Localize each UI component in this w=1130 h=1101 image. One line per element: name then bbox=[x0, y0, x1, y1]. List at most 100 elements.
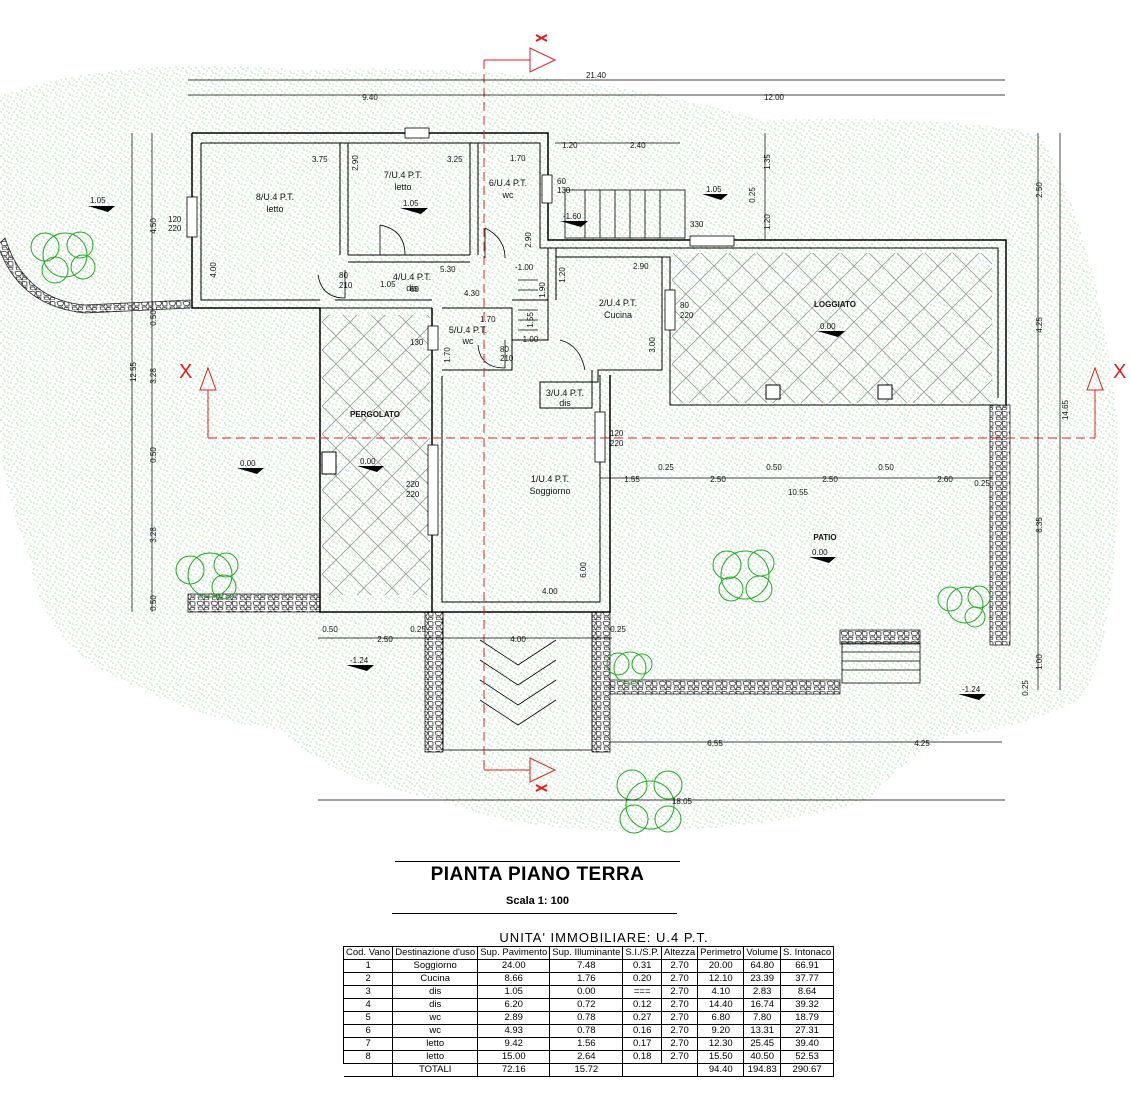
dim-290: 2.90 bbox=[633, 262, 649, 271]
cell-cod: 1 bbox=[342, 959, 394, 973]
dim-025-r: 0.25 bbox=[1021, 680, 1030, 696]
dim-400: 4.00 bbox=[542, 587, 558, 596]
room-8-code: 8/U.4 P.T. bbox=[256, 192, 294, 202]
dim-050-a: 0.50 bbox=[322, 625, 338, 634]
dim-025-c: 0.25 bbox=[658, 463, 674, 472]
cell-ratio: === bbox=[622, 985, 663, 999]
dim-155-v: 1.55 bbox=[526, 312, 535, 328]
dim-328-a: 3.28 bbox=[149, 368, 158, 384]
dim-290-v: 2.90 bbox=[351, 155, 360, 171]
th-dest: Destinazione d'uso bbox=[392, 946, 479, 960]
cell-into: 18.79 bbox=[780, 1011, 835, 1025]
dim-025-a: 0.25 bbox=[410, 625, 426, 634]
cell-per: 9.20 bbox=[697, 1024, 745, 1038]
dim-290-v2: 2.90 bbox=[524, 232, 533, 248]
dim-025-b: 0.25 bbox=[610, 625, 626, 634]
cell-ill: 0.72 bbox=[549, 998, 624, 1012]
room-7-name: letto bbox=[394, 182, 411, 192]
th-cod: Cod. Vano bbox=[342, 946, 394, 960]
level-m100-b: -1.00 bbox=[520, 335, 539, 344]
cell-pav: 1.05 bbox=[477, 985, 551, 999]
level-000-pergolato: 0.00 bbox=[360, 457, 376, 466]
dim-050-l3: 0.50 bbox=[149, 595, 158, 611]
room-8-name: letto bbox=[266, 204, 283, 214]
dim-left-total: 12.55 bbox=[129, 361, 138, 382]
patio-label: PATIO bbox=[813, 533, 836, 542]
cell-ill: 1.76 bbox=[549, 972, 624, 986]
dim-120: 1.20 bbox=[562, 141, 578, 150]
cell-vol: 64.80 bbox=[743, 959, 782, 973]
drawing-scale: Scala 1: 100 bbox=[506, 895, 569, 907]
dim-375: 3.75 bbox=[312, 155, 328, 164]
opening-80-a: 80 bbox=[339, 271, 348, 280]
room-3-name: dis bbox=[559, 398, 571, 408]
loggiato-columns bbox=[321, 384, 893, 475]
cell-into: 27.31 bbox=[780, 1024, 835, 1038]
room-4-name: dis bbox=[406, 283, 418, 293]
room-5-name: wc bbox=[462, 336, 474, 346]
opening-120-d: 120 bbox=[610, 429, 624, 438]
cell-alt: 2.70 bbox=[661, 959, 699, 973]
room-1-name: Soggiorno bbox=[529, 486, 570, 496]
cell-ill: 0.00 bbox=[549, 985, 624, 999]
dim-400-v: 4.00 bbox=[209, 262, 218, 278]
dim-bottom-d: 4.00 bbox=[510, 635, 526, 644]
loggiato-hatch bbox=[672, 253, 992, 403]
cell-ratio: 0.31 bbox=[622, 959, 663, 973]
cell-ratio: 0.12 bbox=[622, 998, 663, 1012]
dim-450: 4.50 bbox=[149, 218, 158, 234]
level-000-loggiato: 0.00 bbox=[820, 322, 836, 331]
cell-ratio: 0.20 bbox=[622, 972, 663, 986]
cell-cod: 7 bbox=[342, 1037, 394, 1051]
cell-alt: 2.70 bbox=[661, 1011, 699, 1025]
cell-dest: Soggiorno bbox=[392, 959, 479, 973]
cell-cod: 4 bbox=[342, 998, 394, 1012]
opening-210-a: 210 bbox=[339, 281, 353, 290]
cell-into: 52.53 bbox=[780, 1050, 835, 1064]
dim-050-l1: 0.50 bbox=[149, 310, 158, 326]
dim-total-width: 21.40 bbox=[586, 71, 607, 80]
level-m160: -1.60 bbox=[563, 212, 582, 221]
cell-dest: wc bbox=[392, 1024, 479, 1038]
cell-ill: 0.78 bbox=[549, 1024, 624, 1038]
cell-ill: 1.56 bbox=[549, 1037, 624, 1051]
dim-530: 5.30 bbox=[440, 265, 456, 274]
dim-050-c: 0.50 bbox=[878, 463, 894, 472]
cell-dest: letto bbox=[392, 1050, 479, 1064]
dim-bottom-a: 6.55 bbox=[707, 739, 723, 748]
table-caption: UNITA' IMMOBILIARE: U.4 P.T. bbox=[499, 930, 709, 945]
dim-600-v: 6.00 bbox=[579, 562, 588, 578]
cell-dest: dis bbox=[392, 998, 479, 1012]
opening-130-b: 130 bbox=[410, 338, 424, 347]
cell-pav: 9.42 bbox=[477, 1037, 551, 1051]
section-mark-left: X bbox=[179, 361, 192, 383]
dim-m100-a: -1.00 bbox=[515, 263, 534, 272]
dim-050-b: 0.50 bbox=[766, 463, 782, 472]
dim-155: 1.55 bbox=[624, 475, 640, 484]
room-1-code: 1/U.4 P.T. bbox=[531, 474, 569, 484]
opening-60-a: 60 bbox=[557, 177, 566, 186]
cell-vol: 40.50 bbox=[743, 1050, 782, 1064]
room-2-name: Cucina bbox=[604, 310, 632, 320]
totals-per: 94.40 bbox=[697, 1063, 745, 1077]
dim-260: 2.60 bbox=[937, 475, 953, 484]
cell-dest: wc bbox=[392, 1011, 479, 1025]
dim-300-v: 3.00 bbox=[648, 337, 657, 353]
dim-120-v: 1.20 bbox=[763, 214, 772, 230]
opening-60-b: 60 bbox=[410, 285, 419, 294]
opening-210-b: 210 bbox=[500, 354, 514, 363]
cell-per: 12.30 bbox=[697, 1037, 745, 1051]
level-105-c: 1.05 bbox=[706, 185, 722, 194]
room-4-code: 4/U.4 P.T. bbox=[393, 272, 431, 282]
level-m124-b: -1.24 bbox=[962, 685, 981, 694]
th-vol: Volume bbox=[743, 946, 782, 960]
cell-alt: 2.70 bbox=[661, 1024, 699, 1038]
rooms-table: Cod. Vano Destinazione d'uso Sup. Pavime… bbox=[342, 946, 835, 1077]
dimension-texts: 21.40 9.40 12.00 18.05 6.55 4.25 2.50 4.… bbox=[129, 71, 1070, 806]
cell-vol: 25.45 bbox=[743, 1037, 782, 1051]
cell-cod: 3 bbox=[342, 985, 394, 999]
